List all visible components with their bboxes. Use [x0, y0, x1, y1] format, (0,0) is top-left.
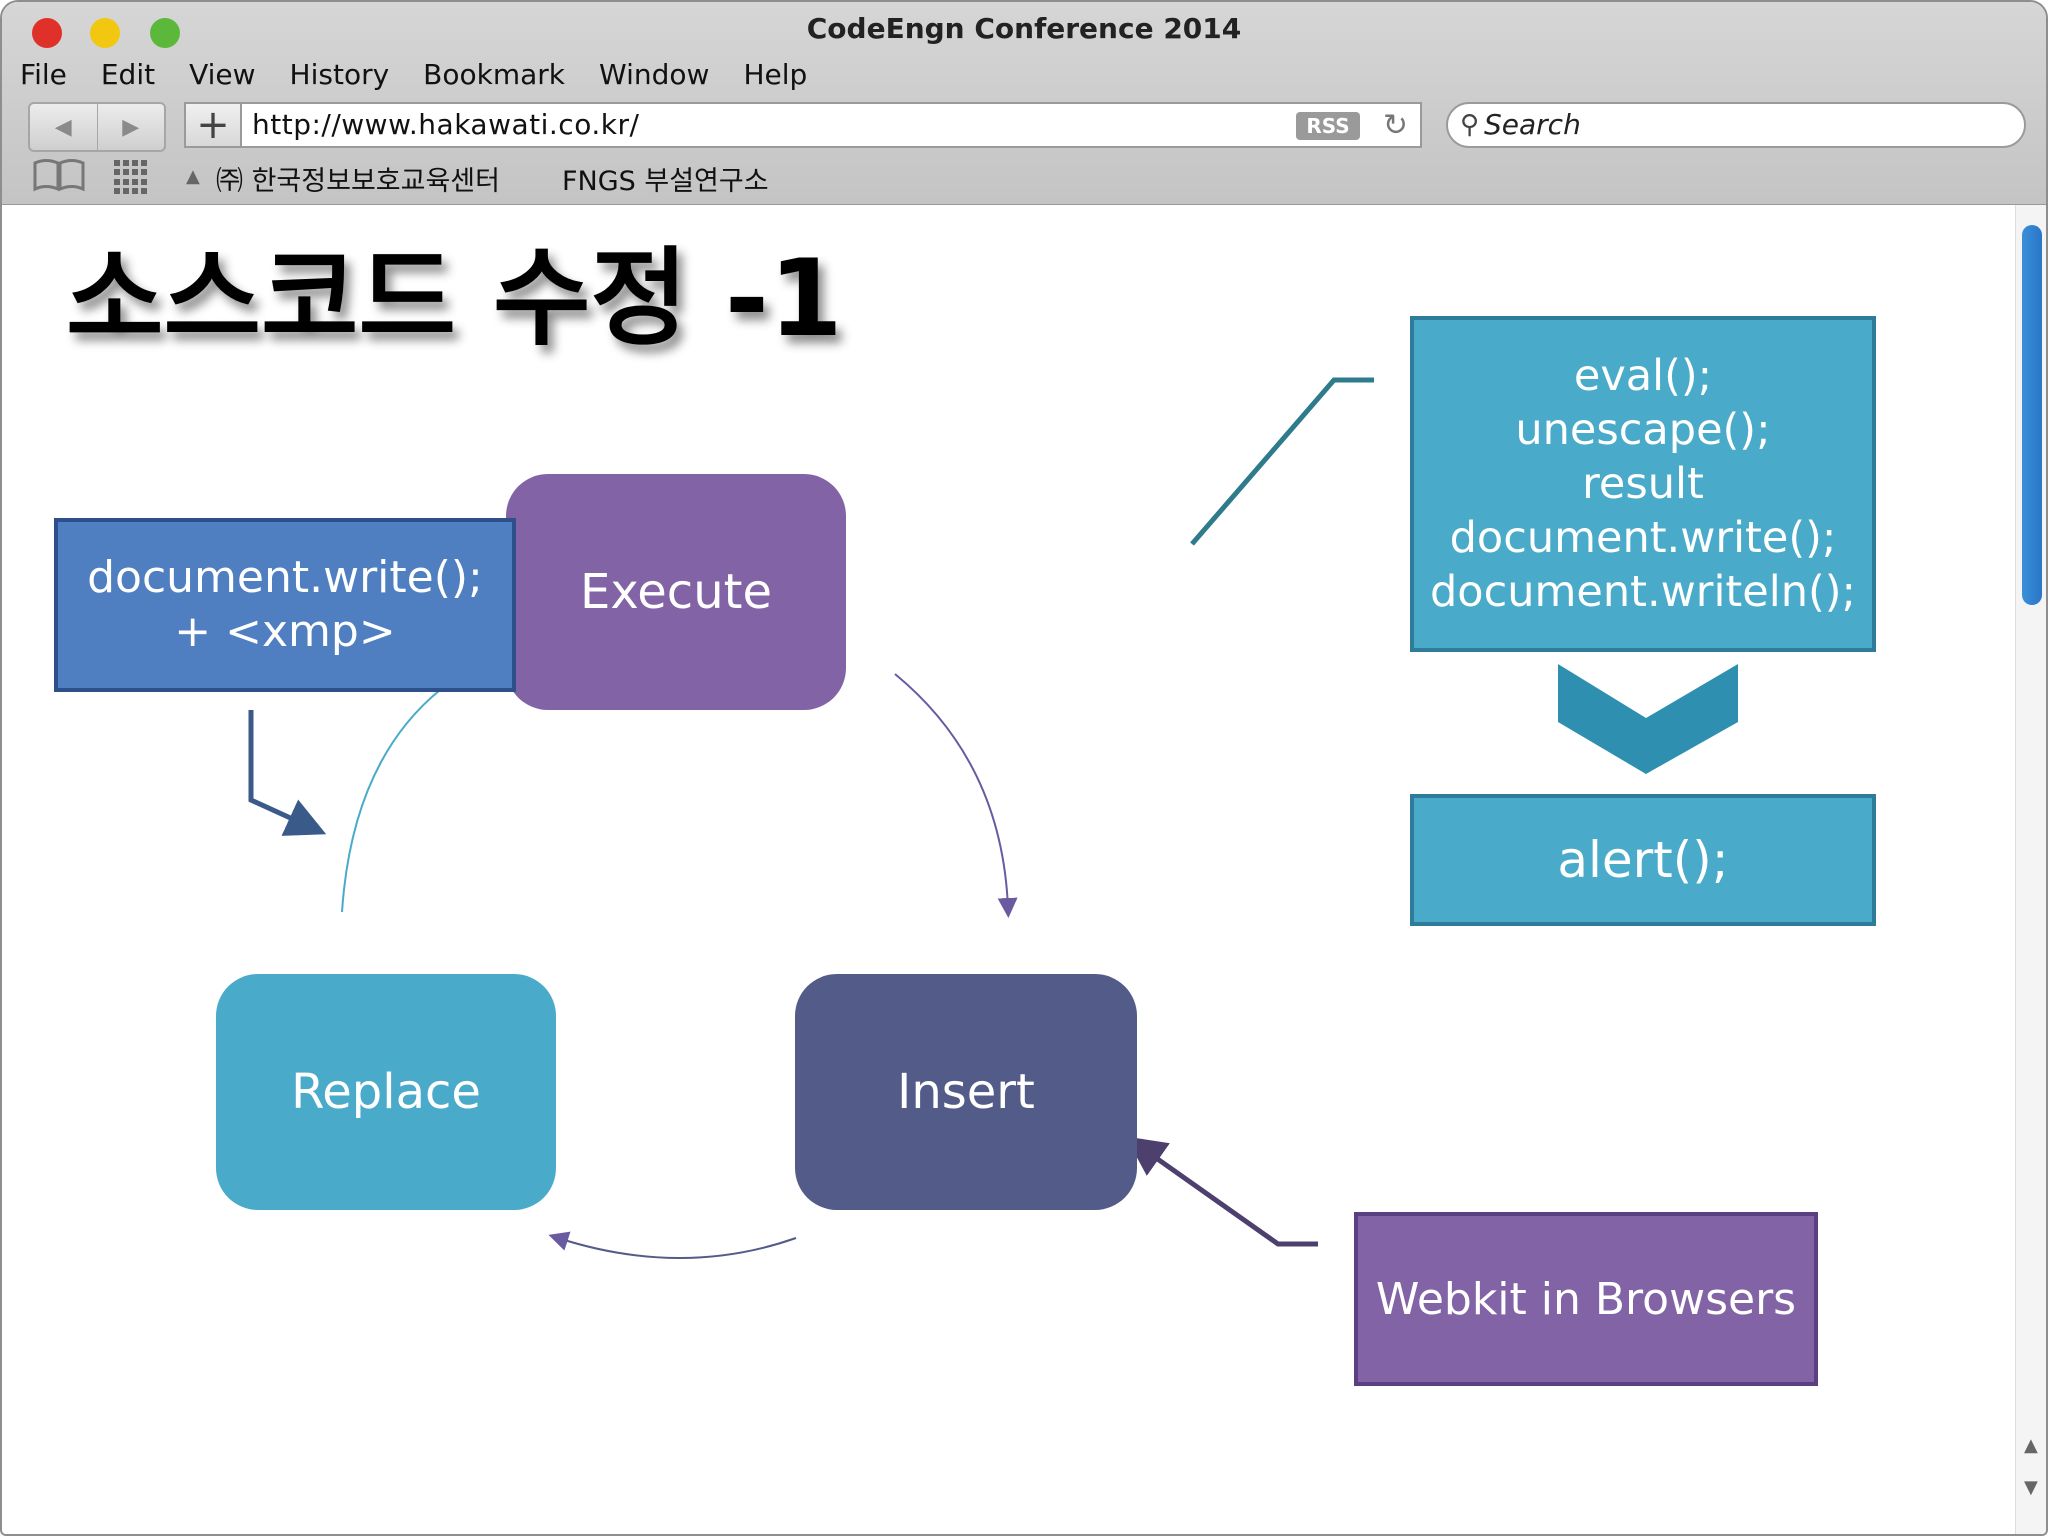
- search-icon: ⚲: [1460, 110, 1480, 140]
- plus-icon: +: [196, 102, 230, 148]
- bookmark-triangle-icon: ▲: [186, 166, 200, 187]
- minimize-window-button[interactable]: [90, 18, 120, 48]
- cycle-arrow-execute-insert: [894, 673, 1018, 918]
- top-sites-grid-icon[interactable]: [114, 160, 148, 194]
- menu-view[interactable]: View: [189, 58, 256, 91]
- zoom-window-button[interactable]: [150, 18, 180, 48]
- menu-file[interactable]: File: [20, 58, 67, 91]
- menu-window[interactable]: Window: [599, 58, 710, 91]
- insert-node: Insert: [795, 974, 1137, 1210]
- replace-node: Replace: [216, 974, 556, 1210]
- back-button[interactable]: ◀: [30, 104, 98, 150]
- document-write-line-2: + <xmp>: [174, 606, 396, 657]
- browser-chrome: CodeEngn Conference 2014 File Edit View …: [2, 2, 2046, 205]
- execute-node: Execute: [506, 474, 846, 710]
- menu-history[interactable]: History: [289, 58, 390, 91]
- address-bar[interactable]: + http://www.hakawati.co.kr/ RSS ↻: [184, 102, 1422, 148]
- nav-buttons: ◀ ▶: [28, 102, 166, 152]
- callout-line-code: [1190, 377, 1374, 546]
- bookmark-item-2[interactable]: FNGS 부설연구소: [562, 166, 769, 197]
- code-line-3: result: [1582, 459, 1704, 509]
- forward-button[interactable]: ▶: [98, 104, 165, 150]
- code-line-5: document.writeln();: [1430, 567, 1856, 617]
- menu-bar: File Edit View History Bookmark Window H…: [20, 58, 841, 91]
- scroll-down-icon[interactable]: ▼: [2024, 1477, 2038, 1498]
- add-bookmark-button[interactable]: +: [186, 102, 242, 148]
- document-write-box: document.write(); + <xmp>: [54, 518, 516, 692]
- reload-icon[interactable]: ↻: [1382, 108, 1408, 143]
- webkit-box: Webkit in Browsers: [1354, 1212, 1818, 1386]
- code-line-1: eval();: [1573, 351, 1713, 401]
- code-functions-box: eval(); unescape(); result document.writ…: [1410, 316, 1876, 652]
- vertical-scrollbar[interactable]: ▲ ▼: [2015, 205, 2046, 1534]
- search-field[interactable]: ⚲ Search: [1446, 102, 2026, 148]
- menu-edit[interactable]: Edit: [100, 58, 156, 91]
- document-write-line-1: document.write();: [87, 552, 483, 603]
- code-line-2: unescape();: [1515, 405, 1771, 455]
- alert-box: alert();: [1410, 794, 1876, 926]
- menu-bookmark[interactable]: Bookmark: [423, 58, 566, 91]
- url-field[interactable]: http://www.hakawati.co.kr/: [252, 108, 640, 141]
- code-line-4: document.write();: [1449, 513, 1837, 563]
- cycle-arrow-insert-replace: [548, 1231, 797, 1259]
- rss-button[interactable]: RSS: [1296, 112, 1360, 140]
- left-box-arrow: [248, 710, 327, 836]
- close-window-button[interactable]: [32, 18, 62, 48]
- webkit-arrow: [1125, 1136, 1318, 1247]
- forward-arrow-icon: ▶: [122, 114, 140, 140]
- down-chevron-shape: [1558, 664, 1738, 774]
- menu-help[interactable]: Help: [743, 58, 808, 91]
- book-icon[interactable]: [32, 158, 86, 192]
- slide-title: 소스코드 수정 -1: [66, 237, 843, 360]
- search-placeholder: Search: [1484, 108, 1581, 141]
- bookmark-item-1[interactable]: ㈜ 한국정보보호교육센터: [216, 166, 500, 197]
- scrollbar-thumb[interactable]: [2022, 225, 2042, 605]
- cycle-arrow-replace-execute: [341, 689, 441, 913]
- scroll-up-icon[interactable]: ▲: [2024, 1435, 2038, 1456]
- window-title: CodeEngn Conference 2014: [806, 12, 1242, 45]
- back-arrow-icon: ◀: [54, 114, 72, 140]
